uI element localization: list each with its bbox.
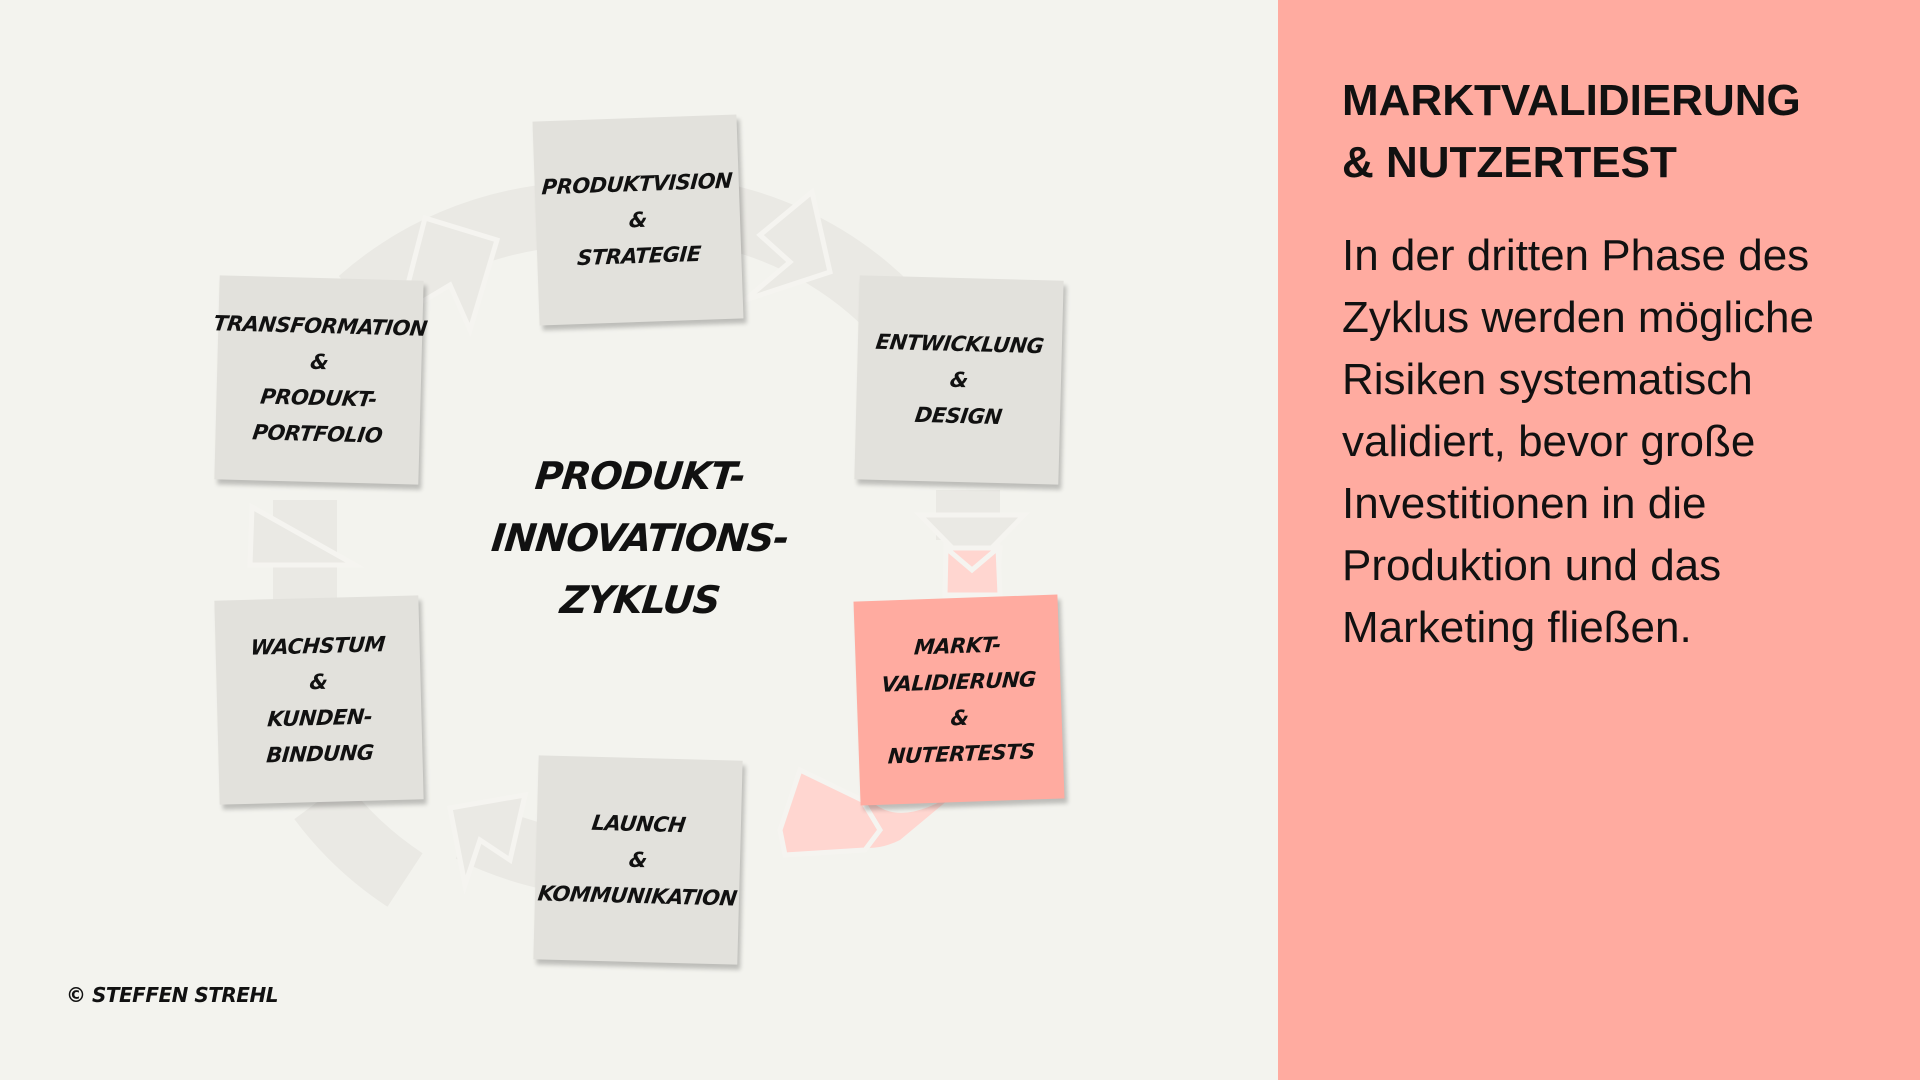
- phase-label: ENTWICKLUNG: [874, 329, 1046, 359]
- phase-note-transformation[interactable]: TRANSFORMATION & PRODUKT- PORTFOLIO: [212, 275, 429, 485]
- phase-note-launch[interactable]: LAUNCH & KOMMUNIKATION: [533, 755, 743, 965]
- phase-label: PORTFOLIO: [251, 420, 384, 448]
- arrow-head-to-wachstum: [447, 791, 529, 895]
- cycle-title-line: PRODUKT-: [533, 454, 747, 498]
- phase-note-entwicklung[interactable]: ENTWICKLUNG & DESIGN: [854, 275, 1064, 485]
- phase-note-produktvision[interactable]: PRODUKTVISION & STRATEGIE: [532, 114, 744, 326]
- arrow-head-to-markt: [914, 512, 1030, 572]
- cycle-arrows: [247, 187, 1030, 895]
- panel-description: In der dritten Phase des Zyklus werden m…: [1342, 231, 1814, 652]
- panel-title-line: & NUTZERTEST: [1342, 138, 1677, 187]
- phase-label: BINDUNG: [265, 740, 375, 768]
- cycle-title-line: INNOVATIONS-: [489, 516, 791, 560]
- panel-title: MARKTVALIDIERUNG & NUTZERTEST: [1342, 70, 1902, 194]
- phase-label: STRATEGIE: [576, 241, 702, 271]
- phase-label: LAUNCH: [590, 810, 688, 838]
- phase-label: KUNDEN-: [266, 704, 373, 732]
- phase-label: PRODUKTVISION: [540, 168, 733, 200]
- phase-label: &: [308, 349, 330, 375]
- phase-note-marktvalidierung[interactable]: MARKT- VALIDIERUNG & NUTERTESTS: [853, 594, 1065, 806]
- info-panel: [1278, 0, 1920, 1080]
- phase-label: DESIGN: [913, 402, 1003, 430]
- phase-label: &: [627, 847, 649, 873]
- phase-label: KOMMUNIKATION: [536, 881, 738, 911]
- phase-label: MARKT-: [913, 632, 1002, 660]
- panel-title-line: MARKTVALIDIERUNG: [1342, 76, 1801, 125]
- phase-note-wachstum[interactable]: WACHSTUM & KUNDEN- BINDUNG: [214, 595, 424, 805]
- phase-label: &: [949, 705, 970, 731]
- phase-label: TRANSFORMATION: [212, 311, 429, 341]
- cycle-title: PRODUKT- INNOVATIONS- ZYKLUS: [470, 445, 810, 631]
- arrow-head-to-entwicklung: [743, 187, 833, 303]
- phase-label: NUTERTESTS: [886, 739, 1036, 769]
- diagram-area: PRODUKTVISION & STRATEGIE ENTWICKLUNG & …: [66, 114, 1065, 1007]
- arrow-head-to-transformation: [247, 502, 365, 568]
- phase-label: &: [308, 669, 329, 695]
- phase-label: WACHSTUM: [249, 632, 386, 660]
- phase-label: &: [948, 367, 970, 393]
- copyright-notice: © STEFFEN STREHL: [66, 983, 278, 1007]
- phase-label: VALIDIERUNG: [880, 667, 1037, 697]
- cycle-title-line: ZYKLUS: [558, 578, 722, 622]
- phase-label: &: [628, 207, 648, 233]
- phase-label: PRODUKT-: [258, 384, 379, 412]
